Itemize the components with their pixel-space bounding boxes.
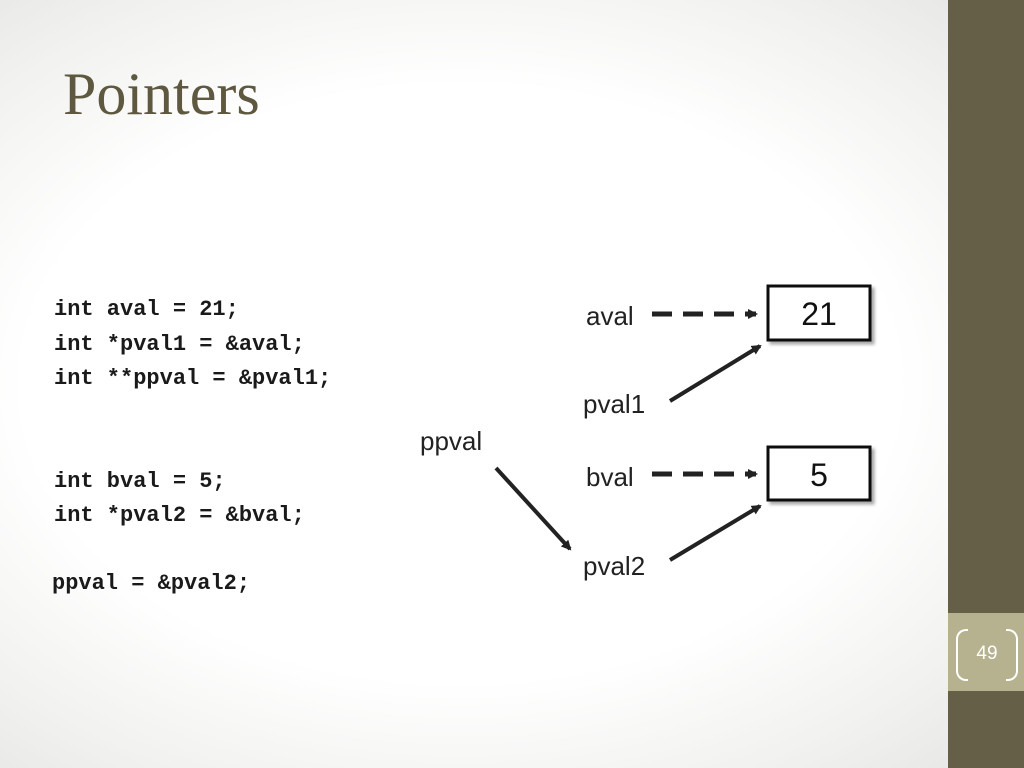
left-bracket-icon: [956, 629, 968, 681]
code-line: int bval = 5;: [54, 469, 226, 494]
pval2-arrow: [668, 504, 762, 562]
bval-label: bval: [586, 462, 634, 492]
pointer-diagram: 21 5 aval pval1 ppval bval pval2: [420, 284, 872, 581]
aval-box: [766, 284, 872, 342]
bval-box: [766, 445, 872, 502]
code-line: ppval = &pval2;: [52, 571, 251, 596]
bval-value: 5: [810, 457, 828, 493]
aval-value: 21: [801, 296, 837, 332]
pval2-label: pval2: [583, 551, 645, 581]
right-bracket-icon: [1006, 629, 1018, 681]
pval1-arrow: [668, 344, 762, 403]
pval1-label: pval1: [583, 389, 645, 419]
ppval-label: ppval: [420, 426, 482, 456]
ppval-arrow: [494, 466, 572, 551]
slide-title: Pointers: [63, 61, 260, 127]
aval-label: aval: [586, 301, 634, 331]
code-line: int *pval2 = &bval;: [54, 503, 305, 528]
page-number: 49: [976, 643, 998, 664]
code-line: int **ppval = &pval1;: [54, 366, 332, 391]
page-number-frame: 49: [956, 629, 1018, 681]
code-line: int *pval1 = &aval;: [54, 332, 305, 357]
code-line: int aval = 21;: [54, 297, 239, 322]
